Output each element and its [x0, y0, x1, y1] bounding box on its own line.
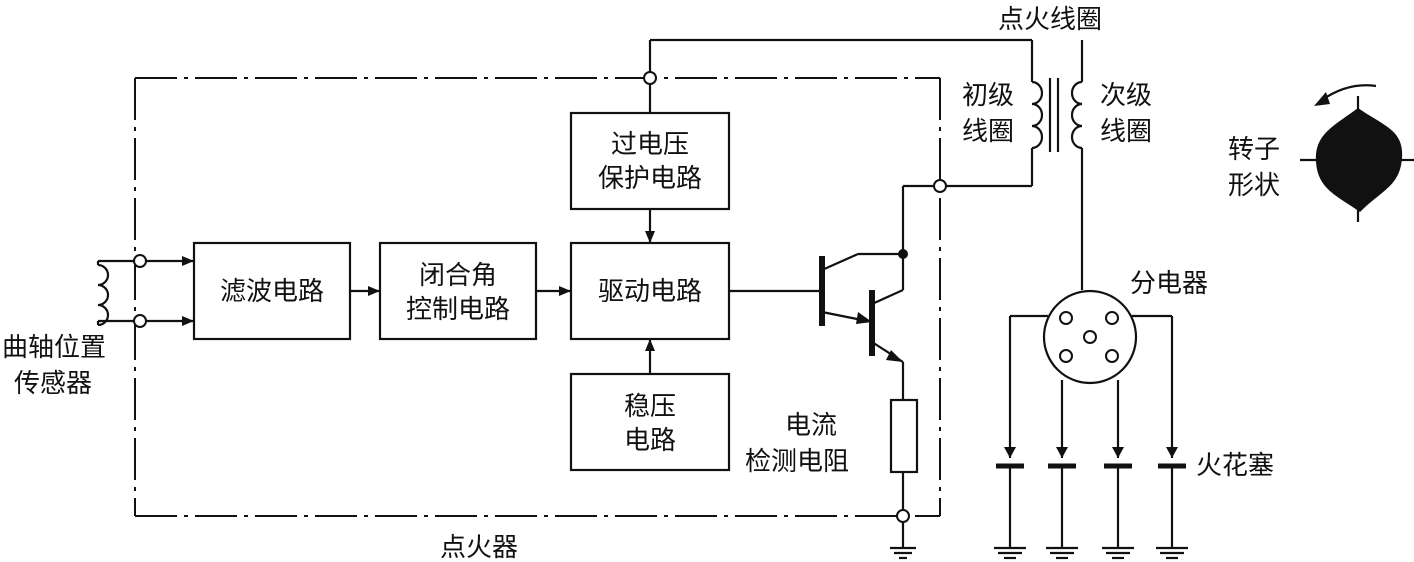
ignition-coil-label: 点火线圈 [998, 5, 1102, 35]
spark-plug-label: 火花塞 [1196, 451, 1274, 481]
current-resistor [889, 398, 919, 560]
filter-block: 滤波电路 [192, 241, 352, 341]
igniter-enclosure [134, 77, 941, 517]
regulator-label-1: 稳压 [624, 392, 676, 422]
signal-arrows [350, 209, 820, 374]
regulator-block: 稳压 电路 [569, 372, 731, 472]
crank-sensor-label-2: 传感器 [14, 369, 92, 399]
filter-label: 滤波电路 [220, 277, 324, 307]
overvoltage-block: 过电压 保护电路 [569, 111, 731, 211]
rotor-shape-icon [1300, 84, 1414, 222]
driver-label: 驱动电路 [598, 277, 702, 307]
secondary-coil-label-1: 次级 [1100, 81, 1152, 111]
overvolt-label-2: 保护电路 [598, 164, 702, 194]
supply-wire [643, 38, 1032, 113]
overvolt-label-1: 过电压 [611, 130, 689, 160]
primary-coil-label-1: 初级 [962, 81, 1014, 111]
spark-plugs [994, 316, 1188, 560]
driver-block: 驱动电路 [569, 241, 731, 341]
igniter-label: 点火器 [440, 533, 518, 562]
ignition-coil [1030, 40, 1084, 290]
crank-sensor-coil [96, 254, 194, 328]
rotor-shape-label-1: 转子 [1228, 135, 1280, 165]
crank-sensor-label-1: 曲轴位置 [2, 333, 106, 363]
dwell-control-block: 闭合角 控制电路 [378, 241, 538, 341]
darlington-transistor [819, 179, 1032, 400]
dwell-label-2: 控制电路 [406, 295, 510, 325]
resistor-label-2: 检测电阻 [745, 447, 849, 477]
rotor-shape-label-2: 形状 [1228, 171, 1280, 201]
primary-coil-label-2: 线圈 [962, 117, 1014, 147]
resistor-label-1: 电流 [785, 411, 837, 441]
regulator-label-2: 电路 [624, 426, 676, 456]
distributor-label: 分电器 [1130, 269, 1208, 299]
distributor [1010, 289, 1172, 385]
secondary-coil-label-2: 线圈 [1100, 117, 1152, 147]
dwell-label-1: 闭合角 [419, 261, 497, 291]
